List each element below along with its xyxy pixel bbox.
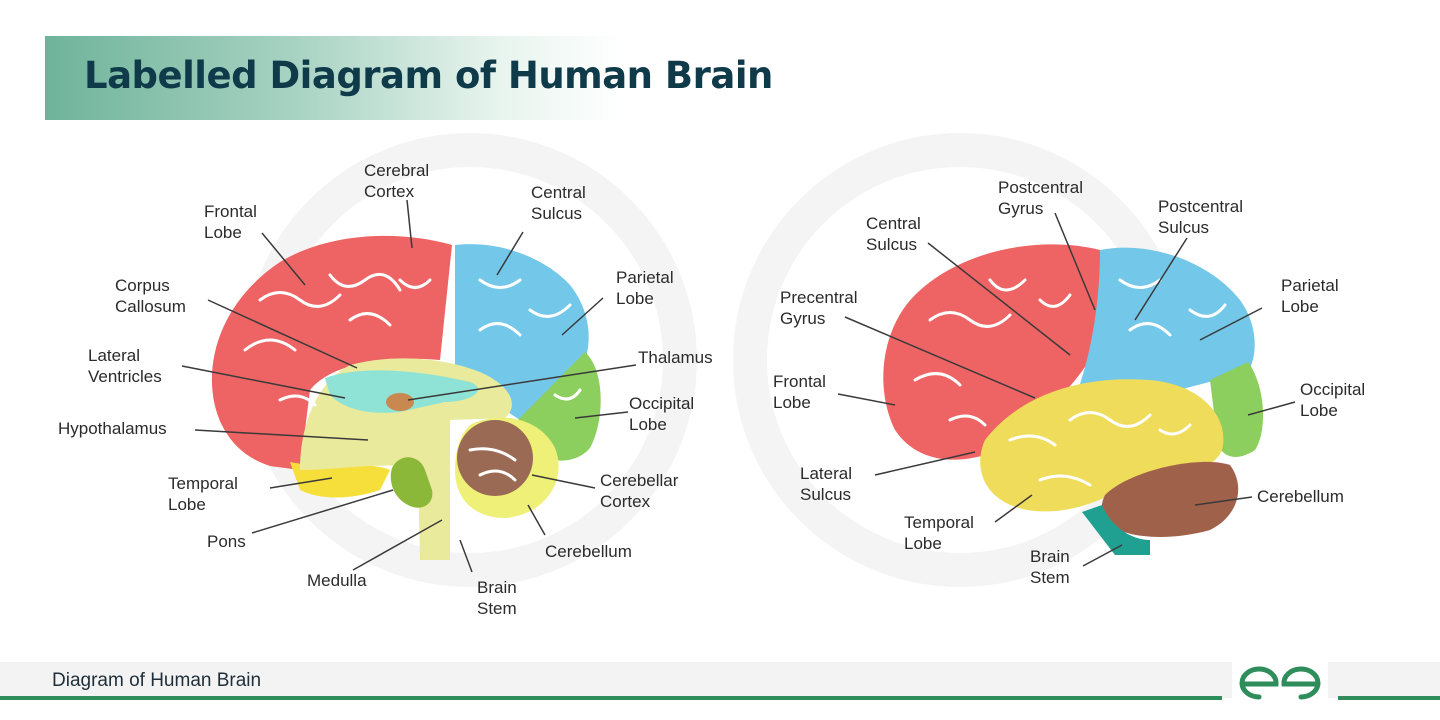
sagittal-brain: [211, 235, 601, 560]
temporal-region: [290, 462, 390, 498]
pons-region: [390, 457, 433, 508]
thalamus-region: [386, 393, 414, 411]
label-pons: Pons: [207, 532, 246, 551]
parietal-region: [455, 244, 589, 420]
footer-bar: [0, 662, 1440, 698]
label-hypothalamus: Hypothalamus: [58, 419, 167, 438]
footer-line-right: [1338, 696, 1440, 700]
ventricle-region: [325, 370, 479, 413]
left-gyri: [243, 272, 582, 482]
label-cerebellum-right: Cerebellum: [1257, 487, 1344, 506]
parietal-region: [1078, 247, 1255, 400]
gfg-logo-icon: [1232, 652, 1328, 708]
stem-region: [1082, 505, 1150, 555]
lateral-brain: [883, 244, 1264, 555]
title-banner: [45, 36, 765, 120]
footer-caption: Diagram of Human Brain: [52, 670, 262, 691]
label-thalamus: Thalamus: [638, 348, 713, 367]
right-gyri: [913, 278, 1227, 487]
page-title: Labelled Diagram of Human Brain: [84, 54, 773, 97]
label-cerebellum: Cerebellum: [545, 542, 632, 561]
cerebellar-cortex-region: [457, 420, 533, 496]
occipital-region: [1210, 362, 1264, 457]
footer-line-left: [0, 696, 1222, 700]
cerebellum-region: [1101, 461, 1239, 537]
label-medulla: Medulla: [307, 571, 367, 590]
right-leader-lines: [837, 212, 1296, 567]
left-leader-lines: [181, 199, 637, 573]
